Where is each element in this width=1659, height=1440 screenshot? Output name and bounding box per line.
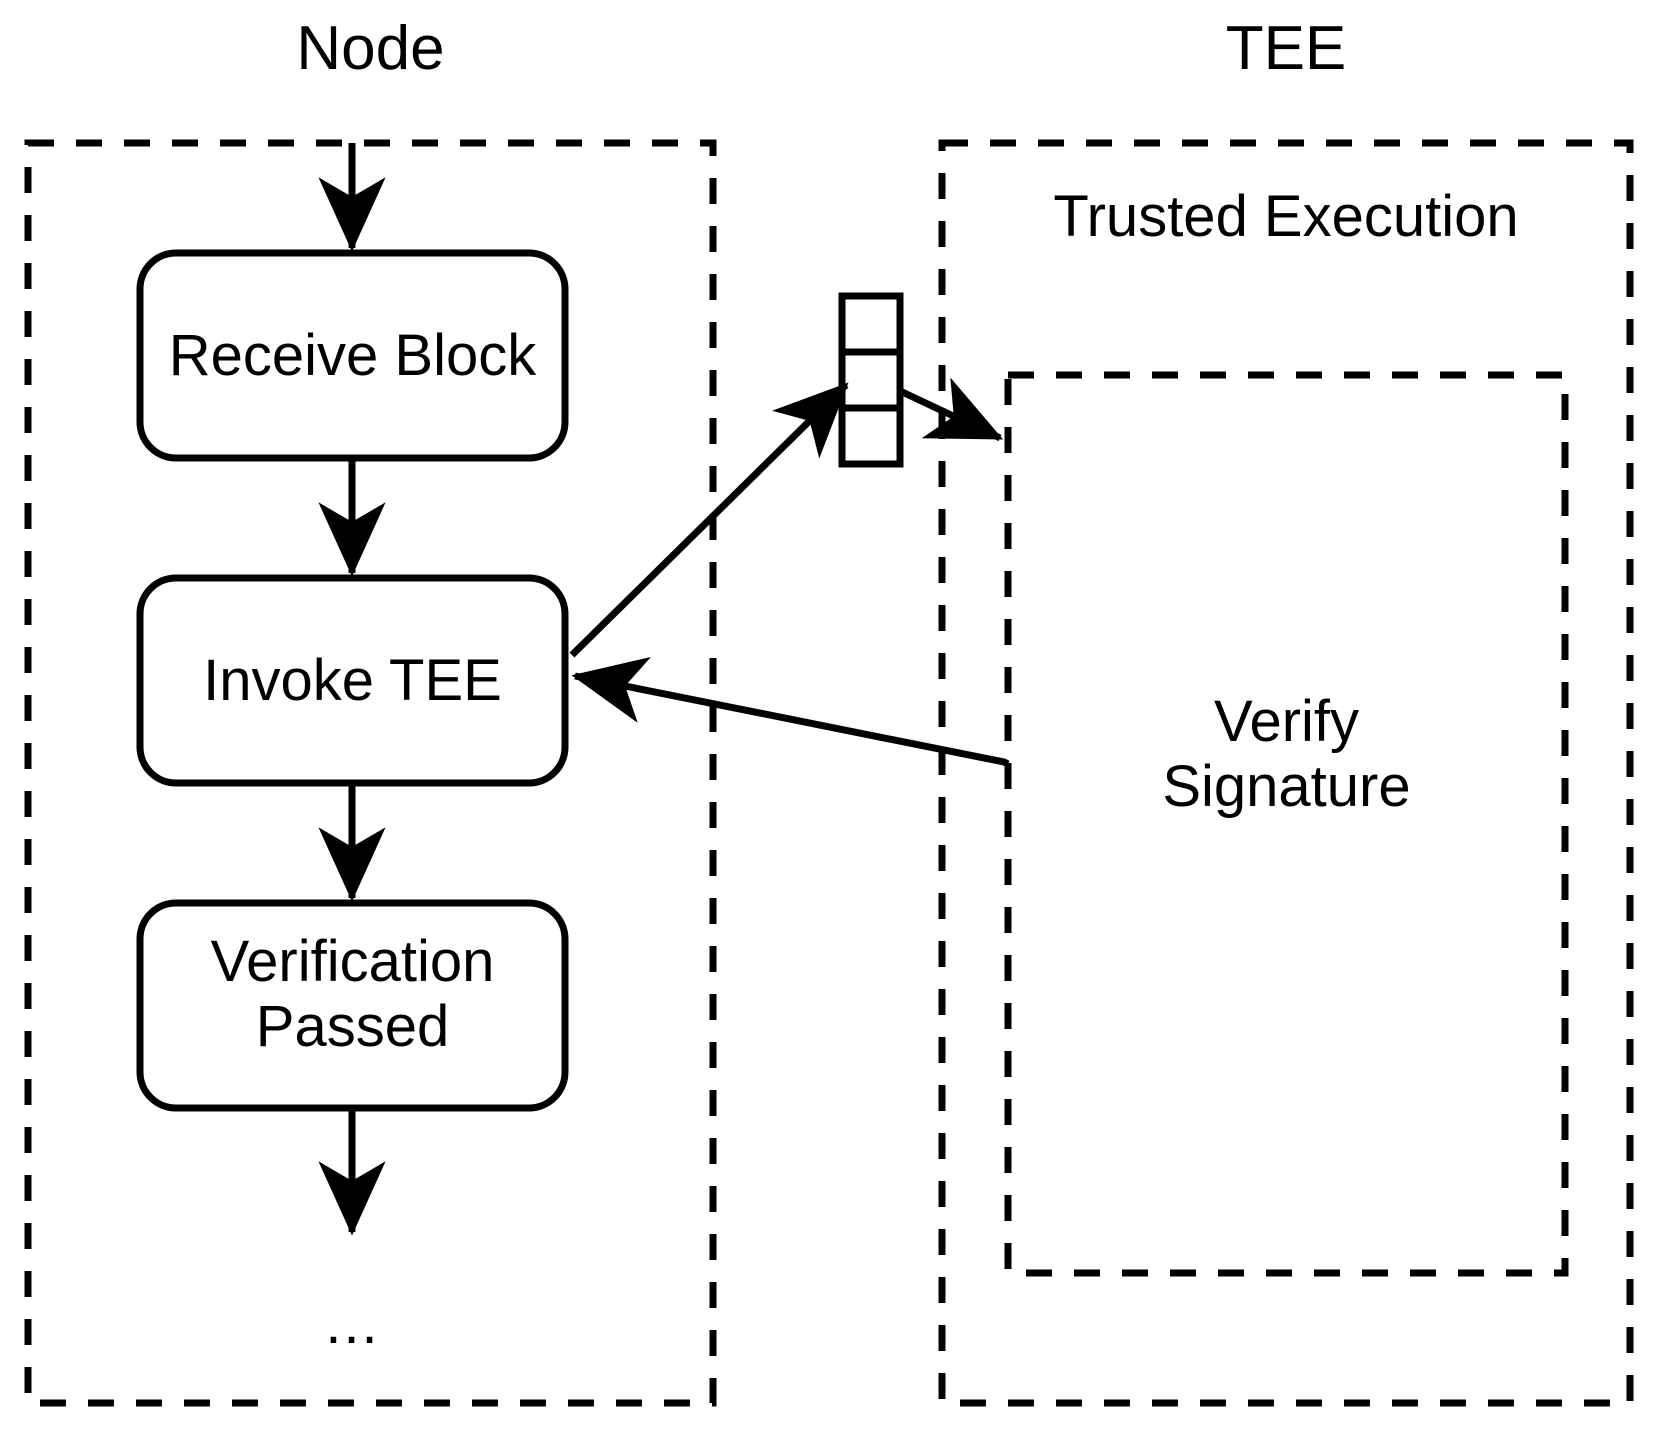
tee-zone-title: TEE	[1225, 14, 1347, 83]
buffer-to-enclave-arrow	[896, 377, 1004, 442]
verification-passed-hit[interactable]	[140, 903, 565, 1108]
verify-signature-line2: Signature	[1162, 753, 1411, 819]
invoke-tee-hit[interactable]	[140, 578, 565, 783]
receive-block-label: Receive Block	[168, 323, 537, 388]
invoke-to-buffer-arrow	[569, 382, 849, 658]
tee-zone-boundary	[938, 139, 1634, 1407]
node-zone-boundary	[24, 139, 717, 1407]
verification-passed-line2: Passed	[255, 993, 450, 1059]
trusted-execution-label: Trusted Execution	[1053, 184, 1519, 249]
verification-passed-label: Verification Passed	[140, 929, 565, 1060]
receive-block-hit[interactable]	[140, 253, 565, 458]
invoke-tee-label: Invoke TEE	[203, 648, 502, 713]
verify-signature-hit[interactable]	[1008, 375, 1565, 1273]
verification-passed-line1: Verification	[210, 929, 495, 994]
message-buffer-hit[interactable]	[842, 296, 900, 464]
trusted-execution-boundary	[1004, 371, 1569, 1277]
verify-signature-line1: Verify	[1213, 689, 1360, 754]
message-buffer-stack[interactable]	[838, 292, 904, 468]
node-zone-title: Node	[296, 14, 445, 83]
verify-signature-label: Verify Signature	[1008, 689, 1565, 820]
continuation-ellipsis: ...	[325, 1291, 380, 1356]
enclave-return-arrow	[571, 656, 1010, 768]
